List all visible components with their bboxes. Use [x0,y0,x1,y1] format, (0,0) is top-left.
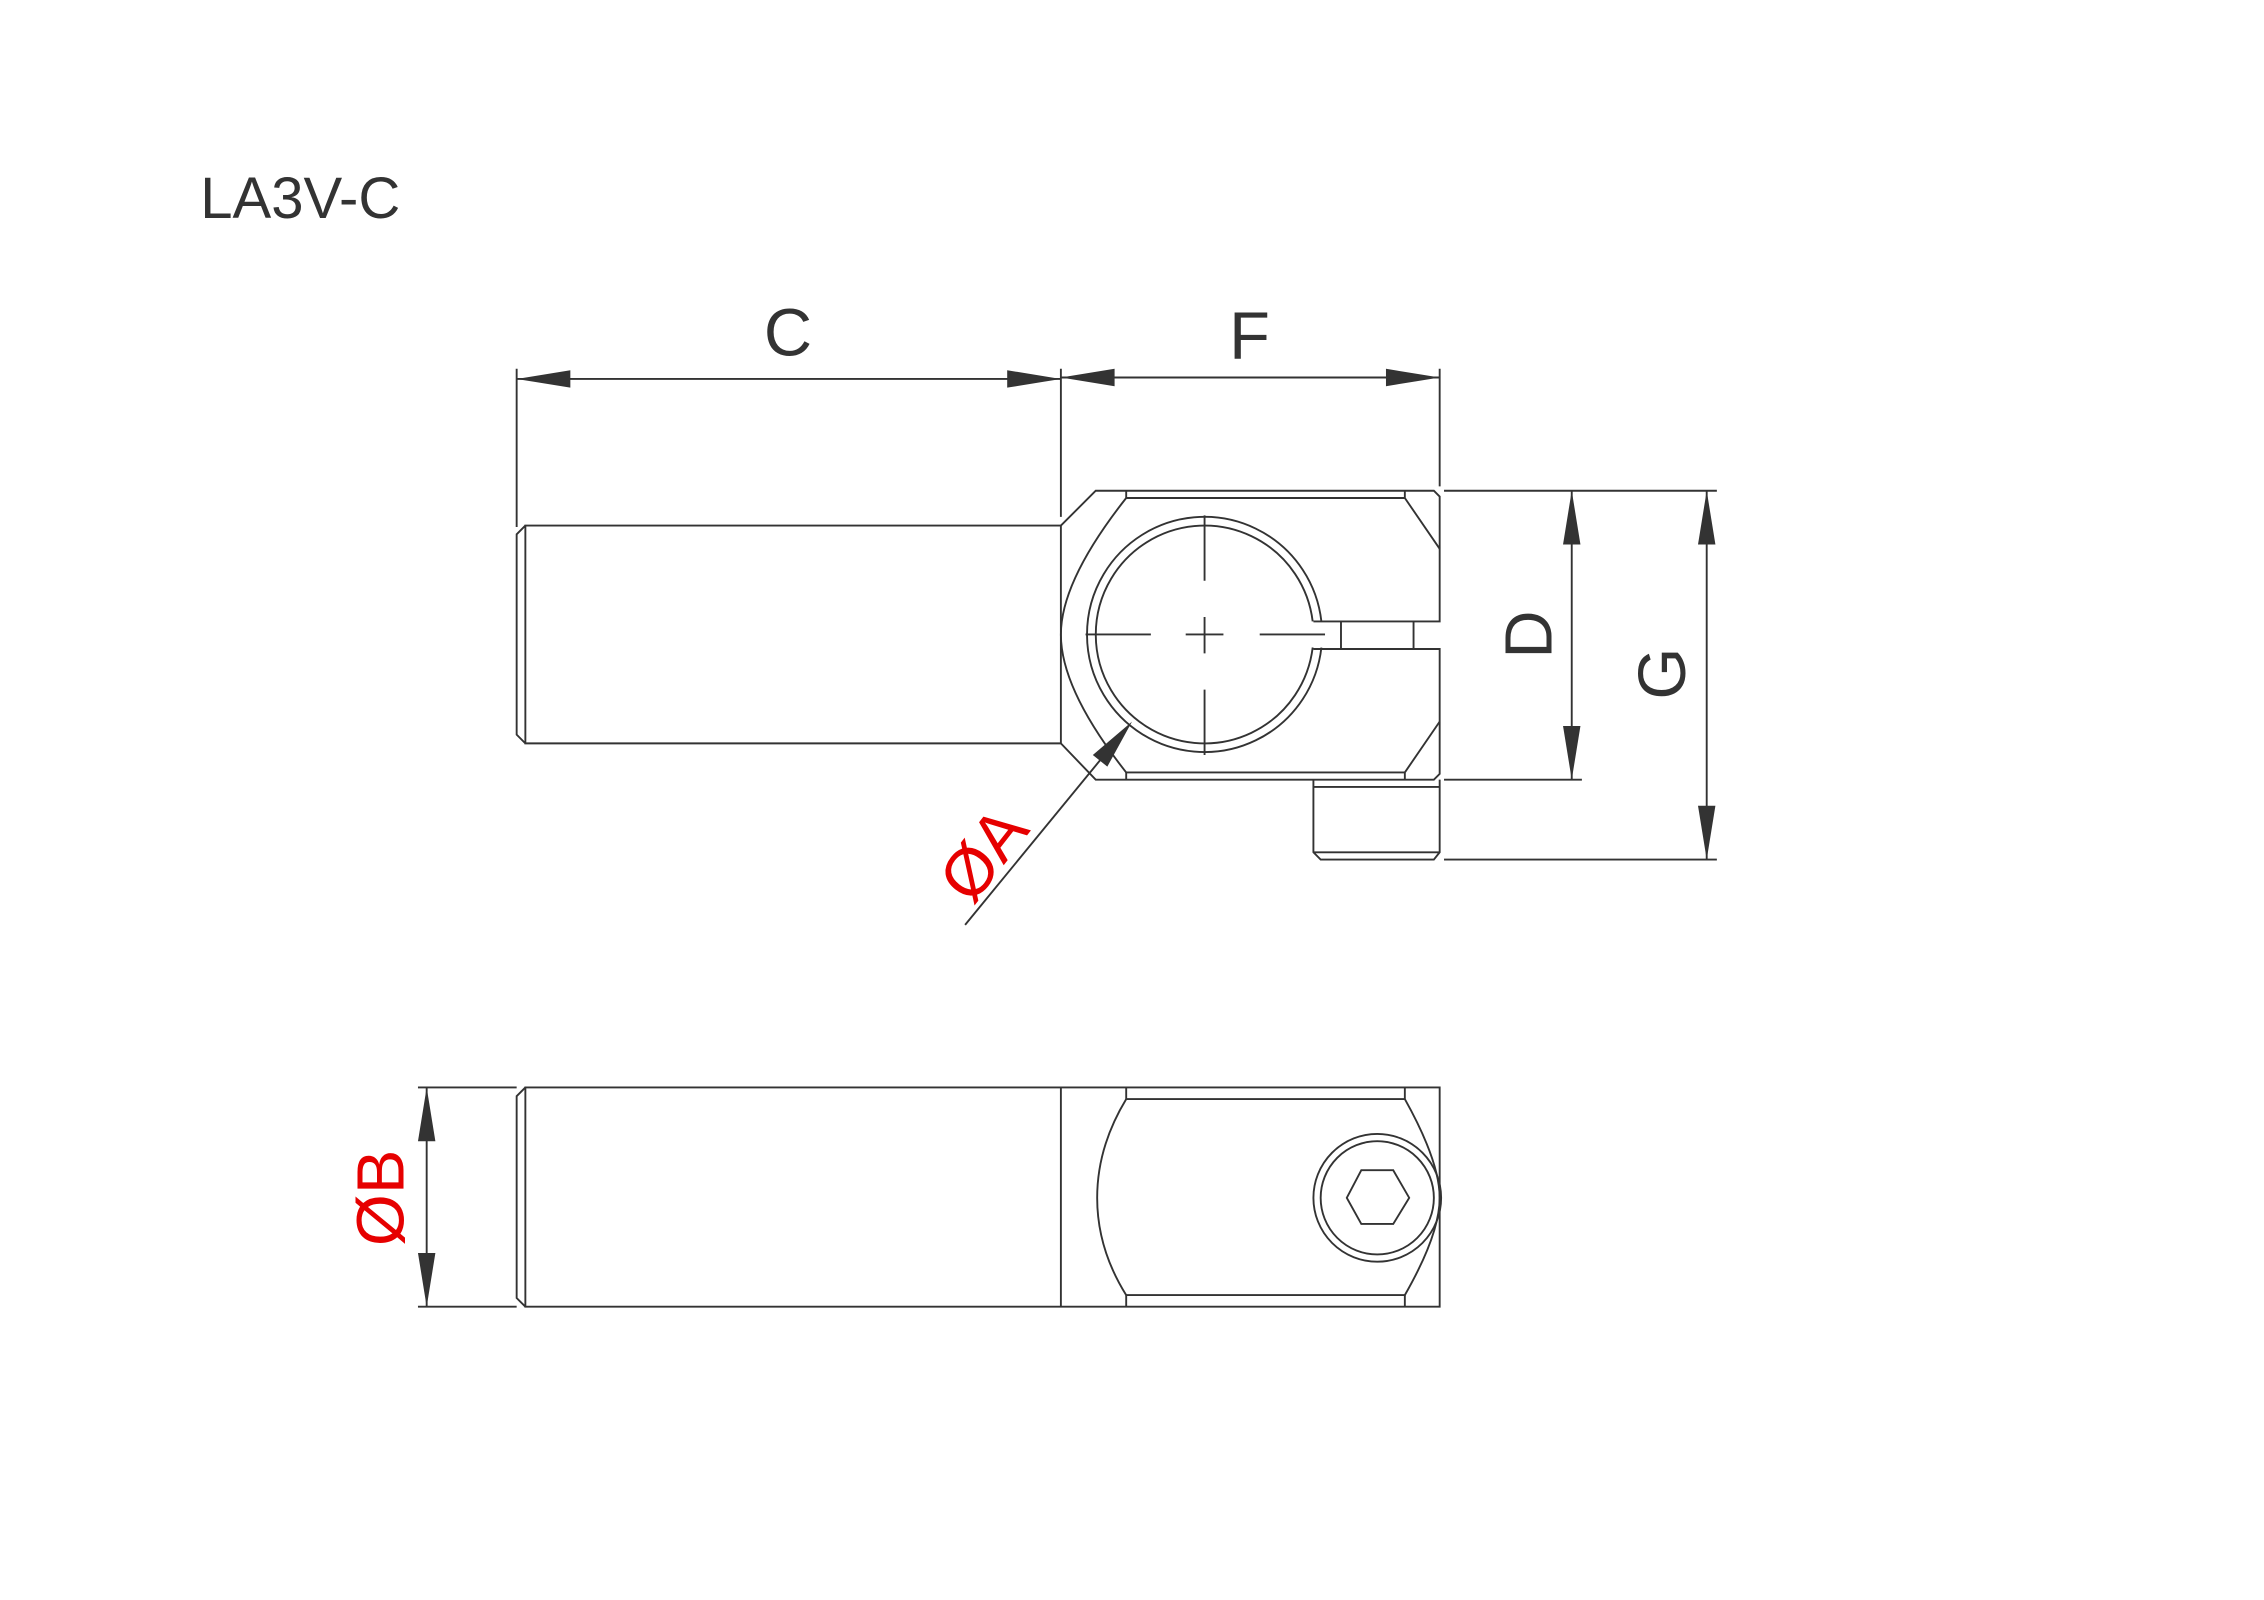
center-lines [1085,515,1326,755]
front-view [515,489,1441,861]
dimension-d: D [1444,489,1717,781]
arrow-head [516,370,571,388]
arrow-head [1563,490,1581,545]
arrow-head [417,1252,436,1307]
arrow-head [1007,370,1061,388]
dimension-label-a: ØA [925,794,1043,916]
clamp-screw [1312,779,1441,861]
dimension-g: G [1444,490,1717,861]
screw-head-inner [1319,1140,1435,1256]
dimension-c: C [515,297,1062,528]
dimension-label-b: ØB [344,1150,418,1246]
dimension-label-g: G [1626,648,1700,700]
dimension-label-f: F [1229,300,1270,374]
arrow-head [1060,368,1115,387]
drawing-title: LA3V-C [200,166,400,231]
arrow-head [1385,368,1440,387]
hex-socket-icon [1345,1169,1411,1225]
dimension-f: F [1060,300,1441,487]
side-view [515,1086,1443,1308]
dimension-b: ØB [344,1086,517,1308]
arrow-head [1698,805,1716,860]
arrow-head [1092,721,1132,767]
dimension-label-c: C [764,297,812,371]
arrow-head [1698,490,1716,545]
arrow-head [1563,725,1581,780]
dimension-a: ØA [925,721,1132,926]
arrow-head [417,1087,436,1142]
dimension-label-d: D [1492,610,1566,658]
screw-head-outer [1312,1132,1443,1263]
